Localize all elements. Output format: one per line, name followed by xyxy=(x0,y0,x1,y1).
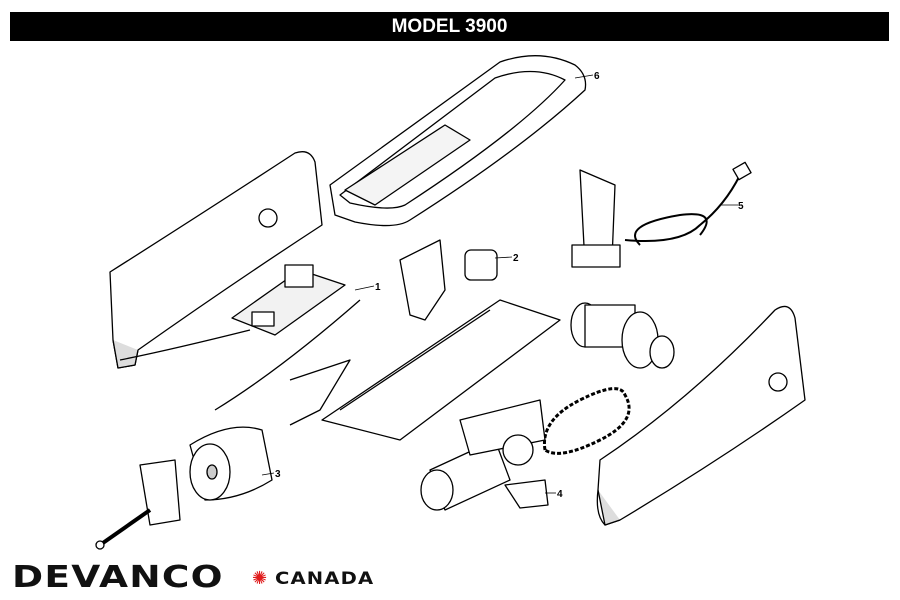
part-right-end-panel xyxy=(596,305,806,526)
callout-3: 3 xyxy=(275,469,281,480)
part-transformer xyxy=(189,426,273,501)
part-bracket xyxy=(399,239,446,321)
devanco-logo: DEVANCO ✺ CANADA xyxy=(12,560,373,595)
logo-brand: DEVANCO xyxy=(12,560,224,595)
part-left-end-panel xyxy=(109,151,323,369)
logo-country: CANADA xyxy=(275,569,375,589)
maple-leaf-icon: ✺ xyxy=(252,568,268,588)
part-chain xyxy=(542,387,631,455)
callout-1: 1 xyxy=(375,282,381,293)
model-title-bar: MODEL 3900 xyxy=(10,12,889,41)
part-cover xyxy=(329,55,587,227)
model-title: MODEL 3900 xyxy=(391,15,508,37)
callout-6: 6 xyxy=(594,71,600,82)
callout-2: 2 xyxy=(513,253,519,264)
callout-4: 4 xyxy=(557,489,563,500)
part-limit-switch xyxy=(464,249,498,281)
part-chassis-plate xyxy=(321,299,561,441)
part-gear-motor xyxy=(420,399,549,511)
part-mounting-bracket xyxy=(95,459,181,550)
part-power-cord xyxy=(571,161,752,268)
part-drive-shaft xyxy=(570,302,675,369)
part-wire-harness xyxy=(119,299,361,426)
callout-5: 5 xyxy=(738,201,744,212)
leader-lines xyxy=(261,74,738,494)
part-logic-board xyxy=(231,264,346,336)
